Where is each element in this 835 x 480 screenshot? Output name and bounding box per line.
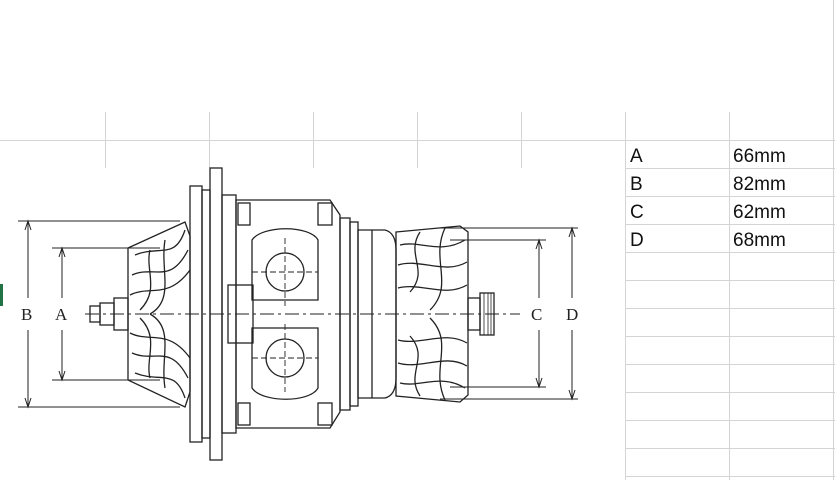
cell-value-d[interactable]: 68mm	[733, 230, 786, 251]
grid-row-line	[625, 168, 835, 169]
dimension-a	[52, 246, 160, 382]
cell-value-a[interactable]: 66mm	[733, 146, 786, 167]
cell-value-c[interactable]: 62mm	[733, 202, 786, 223]
center-housing	[227, 199, 341, 429]
dimension-c	[450, 238, 546, 389]
cell-label-b[interactable]: B	[630, 174, 643, 195]
grid-row-line	[625, 476, 835, 477]
cell-value-b[interactable]: 82mm	[733, 174, 786, 195]
grid-row-line	[625, 224, 835, 225]
grid-row-line	[625, 392, 835, 393]
shaft-stub	[467, 292, 495, 336]
grid-row-line	[625, 280, 835, 281]
cell-label-c[interactable]: C	[630, 202, 644, 223]
grid-row-line	[625, 420, 835, 421]
dim-letter-d: D	[566, 305, 578, 324]
dim-letter-a: A	[55, 305, 68, 324]
cell-label-a[interactable]: A	[630, 146, 643, 167]
grid-col-line	[833, 0, 834, 480]
grid-row-line	[625, 448, 835, 449]
grid-row-line	[625, 336, 835, 337]
grid-row-line	[625, 196, 835, 197]
grid-row-line	[625, 308, 835, 309]
grid-row-line	[0, 140, 835, 141]
dim-letter-c: C	[531, 305, 542, 324]
turbine-wheel	[395, 225, 469, 403]
grid-row-line	[625, 364, 835, 365]
dim-letter-b: B	[21, 305, 32, 324]
dimension-b	[18, 219, 180, 409]
selection-marker	[0, 284, 3, 306]
grid-row-line	[625, 252, 835, 253]
grid-col-line	[625, 112, 626, 480]
grid-col-line	[729, 112, 730, 480]
cell-label-d[interactable]: D	[630, 230, 644, 251]
